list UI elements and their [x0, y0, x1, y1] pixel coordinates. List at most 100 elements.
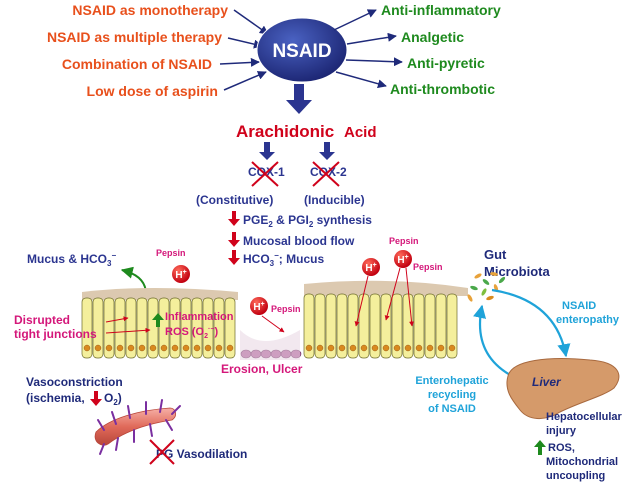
cell-nucleus	[327, 344, 335, 352]
arachidonic-acid-label: Arachidonic Acid	[236, 122, 377, 141]
vessel-spike	[115, 437, 119, 451]
cell-nucleus	[193, 344, 201, 352]
h-plus-icon-1: H+	[172, 265, 190, 283]
epithelial-cell	[314, 293, 326, 359]
gut-epithelium	[81, 280, 468, 360]
h-plus-icon-2: H+	[362, 258, 380, 276]
enteropathy-label-2: enteropathy	[556, 314, 620, 326]
cell-nucleus	[105, 344, 113, 352]
epithelial-cell	[81, 297, 93, 359]
mitochondrial-label: Mitochondrial	[546, 456, 618, 468]
vessel-spike	[165, 419, 173, 431]
ischemia-label: (ischemia,	[26, 391, 85, 405]
gut-label: Gut	[484, 247, 507, 262]
epithelial-cell	[125, 297, 137, 359]
cell-nucleus	[116, 344, 124, 352]
consequence-list: PGE2 & PGI2 synthesis Mucosal blood flow…	[228, 211, 372, 268]
ros-label: ROS (O2·−)	[165, 326, 218, 340]
enteropathy-arrow	[491, 288, 571, 358]
effect-labels: Anti-inflammatory Analgetic Anti-pyretic…	[381, 2, 501, 97]
svg-text:H+: H+	[365, 262, 376, 274]
bacterium	[490, 272, 498, 276]
epithelial-cell	[103, 297, 115, 359]
vessel-spike	[149, 423, 153, 437]
blood-flow-label: Mucosal blood flow	[243, 234, 355, 248]
epithelial-cell	[169, 297, 181, 359]
h-plus-icon-4: H+	[250, 297, 268, 315]
enterohepatic-label-2: recycling	[428, 389, 476, 401]
vessel-spike	[127, 405, 131, 419]
epithelial-cell	[114, 297, 126, 359]
mucus-layer-right	[304, 280, 468, 296]
injury-label: injury	[546, 425, 577, 437]
cell-nucleus	[215, 344, 223, 352]
input-monotherapy: NSAID as monotherapy	[72, 2, 228, 18]
mucus-layer-left	[82, 288, 238, 300]
cell-nucleus	[160, 344, 168, 352]
pg-cross-icon	[149, 439, 175, 465]
constitutive-label: (Constitutive)	[196, 193, 273, 207]
effect-analgetic: Analgetic	[401, 29, 464, 45]
o2-down-icon	[90, 391, 102, 406]
epithelial-cell	[303, 293, 315, 359]
cell-nucleus	[448, 344, 456, 352]
cell-nucleus	[305, 344, 313, 352]
svg-text:H+: H+	[397, 254, 408, 266]
tight-junctions-label: tight junctions	[14, 327, 97, 341]
hco3-down-icon	[228, 250, 240, 265]
epithelial-cell	[202, 297, 214, 359]
pepsin-label-4: Pepsin	[271, 304, 301, 314]
epithelial-cell	[446, 293, 458, 359]
effect-anti-inflammatory: Anti-inflammatory	[381, 2, 501, 18]
nsaid-label: NSAID	[272, 41, 331, 62]
cell-nucleus	[316, 344, 324, 352]
svg-text:H+: H+	[253, 301, 264, 313]
epithelial-cell	[391, 293, 403, 359]
cell-nucleus	[149, 344, 157, 352]
inducible-label: (Inducible)	[304, 193, 365, 207]
epithelial-cell	[92, 297, 104, 359]
vessel-spike	[111, 411, 117, 425]
input-multiple-therapy: NSAID as multiple therapy	[47, 29, 222, 45]
epithelial-cell	[213, 297, 225, 359]
enterohepatic-label-3: of NSAID	[428, 403, 476, 415]
svg-text:H+: H+	[175, 269, 186, 281]
hepatic-ros-up-icon	[534, 440, 546, 455]
input-labels: NSAID as monotherapy NSAID as multiple t…	[47, 2, 228, 99]
cell-nucleus	[171, 344, 179, 352]
cell-nucleus	[349, 344, 357, 352]
recycling-arrow	[473, 304, 513, 377]
hco3-mucus-label: HCO3−; Mucus	[243, 251, 324, 268]
bacterium	[486, 295, 494, 301]
arrow-to-cox2	[319, 142, 335, 160]
epithelial-cell	[158, 297, 170, 359]
enteropathy-label-1: NSAID	[562, 300, 596, 312]
microbiota-label: Microbiota	[484, 264, 550, 279]
liver-label: Liver	[532, 375, 562, 389]
bacterium	[482, 279, 490, 285]
ros-up-icon	[152, 313, 164, 327]
vasoconstriction-label: Vasoconstriction	[26, 375, 123, 389]
cell-nucleus	[404, 344, 412, 352]
arrow-to-arachidonic	[286, 84, 312, 114]
vessel-spike	[159, 399, 163, 413]
pepsin-label-1: Pepsin	[156, 248, 186, 258]
cell-nucleus	[415, 344, 423, 352]
uncoupling-label: uncoupling	[546, 470, 605, 482]
effect-arrows	[333, 9, 403, 89]
cell-nucleus	[94, 344, 102, 352]
vessel-spike	[97, 419, 105, 431]
bacterium	[467, 294, 473, 302]
cell-nucleus	[426, 344, 434, 352]
liver-shape	[506, 358, 620, 419]
bacterium	[474, 273, 482, 279]
bacterium	[470, 285, 478, 291]
cell-nucleus	[182, 344, 190, 352]
enterohepatic-label-1: Enterohepatic	[415, 375, 488, 387]
cell-nucleus	[138, 344, 146, 352]
epithelial-cell	[369, 293, 381, 359]
cell-nucleus	[393, 344, 401, 352]
input-arrows	[219, 9, 269, 91]
cell-nucleus	[437, 344, 445, 352]
